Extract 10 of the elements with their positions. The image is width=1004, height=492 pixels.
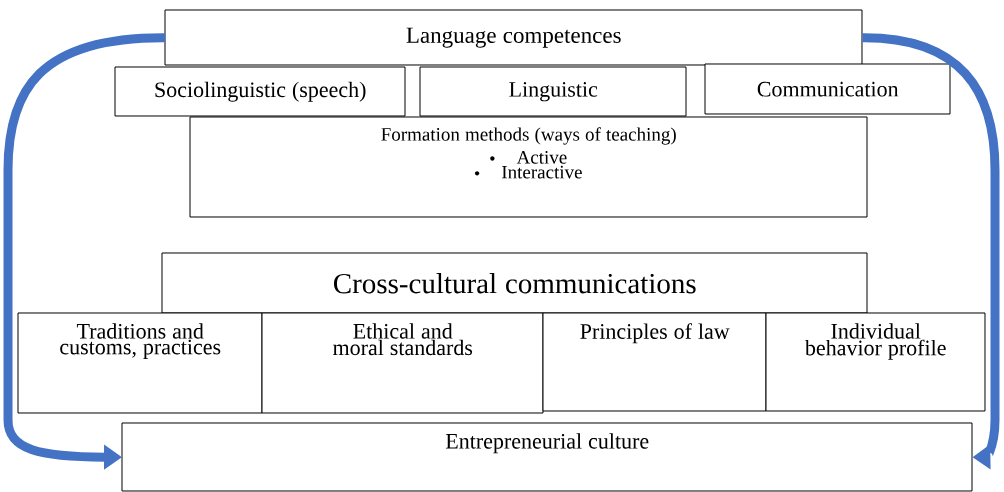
box: Entrepreneurial culture	[121, 422, 973, 492]
box: Sociolinguistic (speech)	[114, 66, 406, 117]
box: Principles of law	[542, 312, 767, 412]
curved-arrow	[862, 33, 1000, 470]
box: Ethical and moral standards	[261, 312, 544, 414]
box: Cross-cultural communications	[161, 252, 868, 314]
box: Linguistic	[419, 66, 687, 117]
box: Traditions and customs, practices	[17, 312, 263, 414]
box: Individual behavior profile	[765, 312, 986, 412]
box: Communication	[704, 63, 951, 115]
